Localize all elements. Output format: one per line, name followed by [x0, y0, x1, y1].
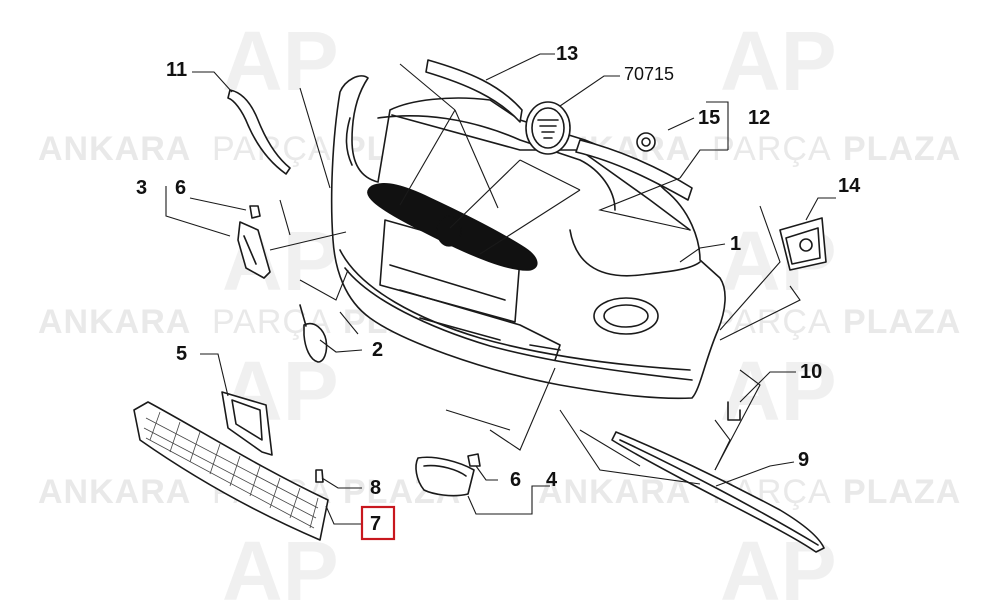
lower-grille-part — [133, 401, 329, 541]
front-bumper-part — [330, 75, 726, 400]
small-clip-part — [315, 469, 324, 483]
callout-label-8[interactable]: 8 — [370, 477, 381, 499]
tow-plate-part — [779, 217, 827, 271]
left-moulding-part — [227, 89, 291, 175]
callout-label-10[interactable]: 10 — [800, 361, 822, 383]
callout-label-3[interactable]: 3 — [136, 177, 147, 199]
clip-small-lower-part — [467, 453, 481, 467]
watermark-word-plaza: PLAZA — [843, 303, 961, 341]
svg-text:AP: AP — [720, 14, 837, 108]
right-lower-trim-part — [415, 456, 475, 497]
callout-label-6-upper[interactable]: 6 — [175, 177, 186, 199]
callout-label-70715[interactable]: 70715 — [624, 64, 674, 84]
svg-text:AP: AP — [720, 524, 837, 600]
callout-label-6-lower[interactable]: 6 — [510, 469, 521, 491]
left-bracket-part — [237, 221, 271, 279]
leader-lines — [165, 53, 836, 525]
callout-label-2[interactable]: 2 — [372, 339, 383, 361]
callout-label-9[interactable]: 9 — [798, 449, 809, 471]
upper-trim-part — [425, 59, 523, 123]
small-bracket-part — [727, 401, 741, 421]
callout-label-11[interactable]: 11 — [166, 59, 187, 81]
callout-label-15[interactable]: 15 — [698, 107, 720, 129]
callout-label-5[interactable]: 5 — [176, 343, 187, 365]
watermark-word-ankara: ANKARA — [538, 473, 691, 511]
callout-label-4[interactable]: 4 — [546, 469, 558, 491]
callout-labels: 11 13 70715 15 12 14 1 3 6 2 5 10 9 8 6 … — [136, 43, 861, 541]
watermark-word-ankara: ANKARA — [38, 303, 191, 341]
watermark-word-ankara: ANKARA — [38, 473, 191, 511]
cover-part — [299, 304, 328, 363]
watermark-word-plaza: PLAZA — [843, 473, 961, 511]
watermark-word-ankara: ANKARA — [38, 130, 191, 168]
callout-label-13[interactable]: 13 — [556, 43, 578, 65]
long-moulding-part — [611, 431, 825, 553]
emblem-part — [525, 101, 571, 155]
clip-small-upper-part — [249, 205, 261, 219]
callout-label-1[interactable]: 1 — [730, 233, 741, 255]
callout-label-12[interactable]: 12 — [748, 107, 770, 129]
callout-label-14[interactable]: 14 — [838, 175, 861, 197]
clip-part — [636, 132, 656, 152]
highlight-box — [360, 505, 396, 541]
left-trim-piece-part — [221, 391, 273, 456]
callout-label-7[interactable]: 7 — [370, 513, 381, 535]
watermark-word-parca: PARÇA — [712, 130, 832, 168]
watermark-word-plaza: PLAZA — [843, 130, 961, 168]
svg-text:AP: AP — [720, 344, 837, 438]
svg-text:AP: AP — [222, 14, 339, 108]
